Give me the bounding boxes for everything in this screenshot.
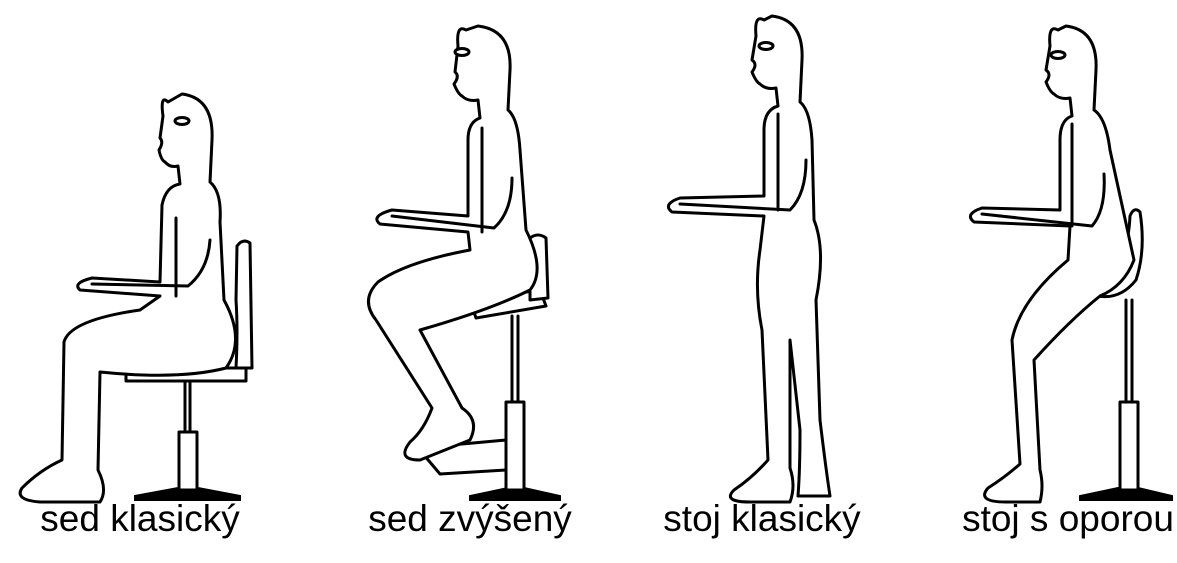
person-standing-classic [668,16,830,502]
caption-stoj-s-oporou: stoj s oporou [962,500,1174,537]
figure-sitting-classic [20,94,252,502]
caption-stoj-klasicky: stoj klasický [663,500,860,537]
figure-sitting-raised [368,26,560,500]
eye-icon [175,118,189,125]
eye-icon [455,49,469,56]
figure-standing-supported [970,26,1172,502]
figure-standing-classic [668,16,830,502]
eye-icon [1051,52,1065,59]
caption-sed-klasicky: sed klasický [40,500,239,537]
caption-sed-zvyseny: sed zvýšený [368,500,572,537]
person-standing-supported [970,26,1134,502]
eye-icon [759,43,773,50]
person-sitting-classic [20,94,235,502]
